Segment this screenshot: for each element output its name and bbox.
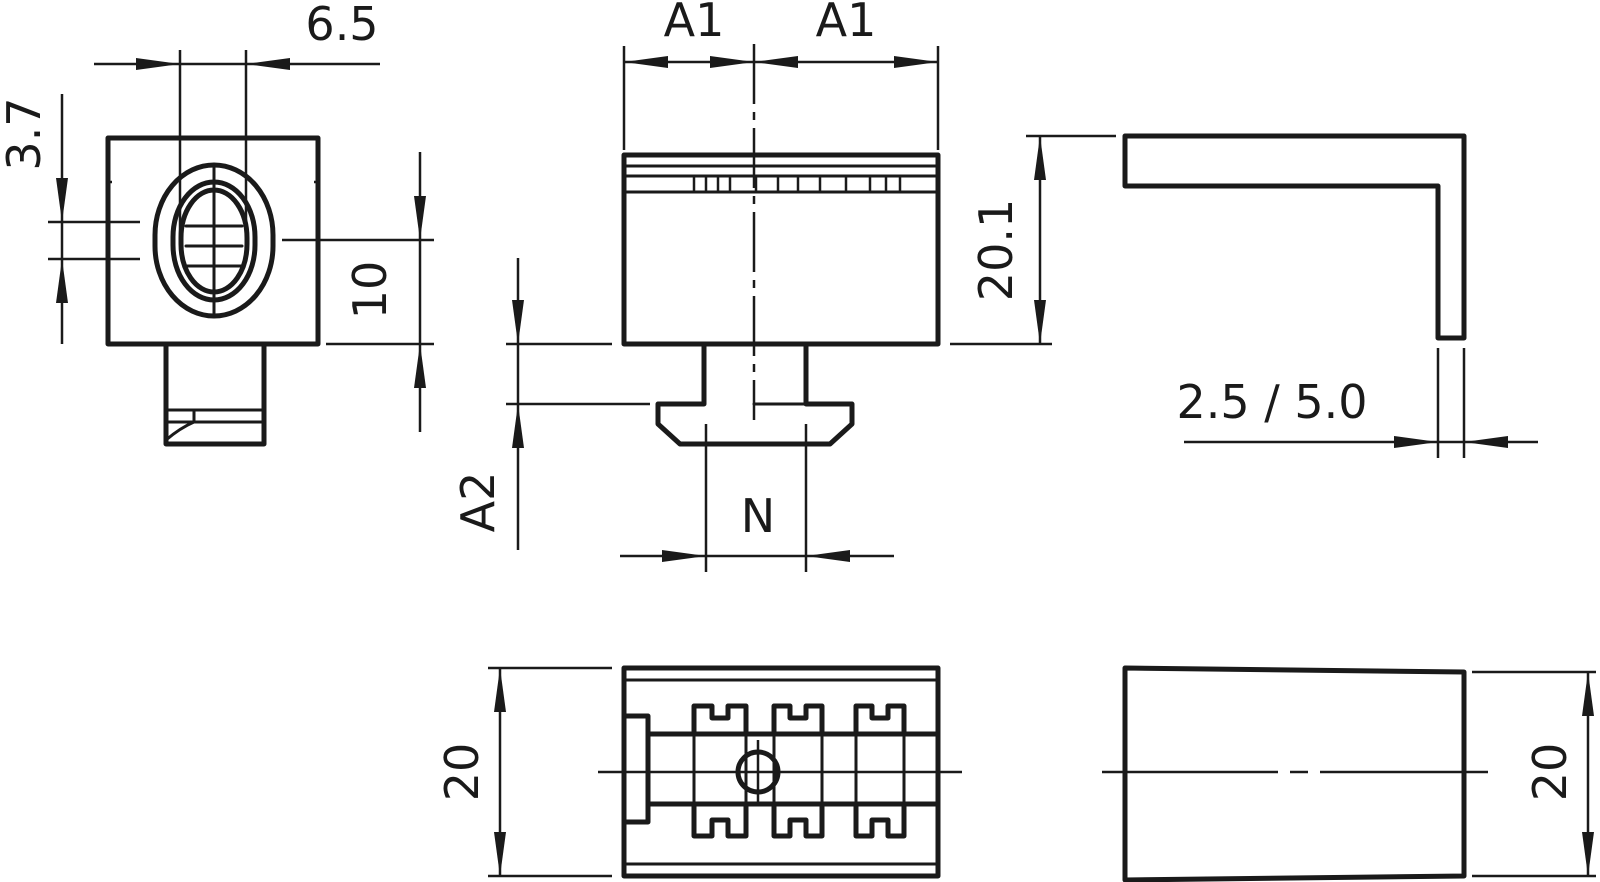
front-view-center: A1 A1 A2 N xyxy=(451,0,941,572)
dimension-20-right: 20 xyxy=(1472,670,1596,878)
dimension-20-left: 20 xyxy=(435,666,612,878)
top-view-bottom-right: 20 xyxy=(1102,665,1596,882)
dim-label-20.1: 20.1 xyxy=(969,199,1023,301)
dim-label-3.7: 3.7 xyxy=(0,97,51,170)
dimension-A2: A2 xyxy=(451,258,650,550)
dimension-A1: A1 A1 xyxy=(622,0,940,150)
dimension-20.1: 20.1 xyxy=(950,134,1116,346)
dim-label-A1-right: A1 xyxy=(816,0,877,47)
dim-label-10: 10 xyxy=(343,261,397,320)
side-view-left: 6.5 3.7 10 xyxy=(0,0,434,447)
dim-label-N: N xyxy=(741,489,775,543)
dim-label-A1-left: A1 xyxy=(664,0,725,47)
top-view-bottom-left: 20 xyxy=(435,665,962,879)
dimension-thickness: 2.5 / 5.0 xyxy=(1176,348,1538,458)
serration xyxy=(692,176,902,192)
dimension-3.7: 3.7 xyxy=(0,94,140,344)
clamp-teeth xyxy=(691,703,907,839)
bracket-view-right: 20.1 2.5 / 5.0 xyxy=(950,133,1538,458)
dimension-10: 10 xyxy=(282,152,434,432)
dim-label-20-left: 20 xyxy=(435,743,489,802)
dimension-N: N xyxy=(620,424,894,572)
dimension-6.5: 6.5 xyxy=(94,0,380,238)
dim-label-A2: A2 xyxy=(451,472,505,533)
dim-label-6.5: 6.5 xyxy=(305,0,378,51)
dim-label-20-right: 20 xyxy=(1523,743,1577,802)
slot-ellipse xyxy=(152,162,276,319)
dim-label-2.5-5.0: 2.5 / 5.0 xyxy=(1176,375,1367,429)
